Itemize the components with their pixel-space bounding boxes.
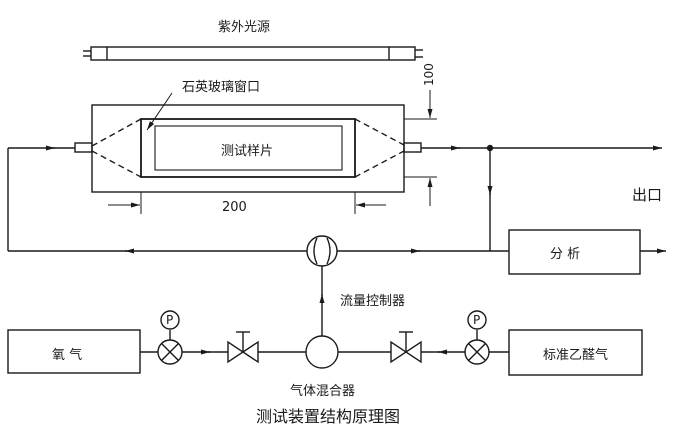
dim-100-label: 100 — [422, 63, 436, 86]
quartz-window — [140, 118, 356, 178]
uv-lamp-tube — [90, 46, 416, 61]
left-funnel-bottom — [91, 150, 142, 178]
test-specimen — [154, 125, 343, 171]
flow-controller-label: 流量控制器 — [340, 294, 406, 309]
uv-lamp — [83, 46, 423, 61]
outlet-port — [403, 142, 422, 153]
standard-gas-label: 标准乙醛气 — [543, 348, 609, 363]
left-funnel-top — [91, 118, 142, 147]
quartz-window-label: 石英玻璃窗口 — [182, 80, 261, 95]
figure-title: 测试装置结构原理图 — [256, 407, 401, 426]
test-specimen-label: 测试样片 — [221, 144, 274, 159]
outlet-label: 出口 — [632, 186, 663, 204]
right-funnel-bottom — [354, 150, 405, 178]
uv-source-label: 紫外光源 — [218, 20, 271, 35]
std-pressure-gauge — [467, 310, 487, 330]
oxygen-regulator-cross — [161, 343, 179, 361]
flow-controller-arc-right — [326, 237, 331, 265]
analyzer-label: 分 析 — [550, 247, 581, 262]
oxygen-valve — [227, 340, 259, 364]
analyzer-box — [508, 229, 641, 275]
quartz-window-leader — [146, 92, 173, 131]
std-gauge-symbol: P — [473, 313, 481, 327]
oxygen-pressure-gauge — [160, 310, 180, 330]
dim-200-label: 200 — [222, 200, 247, 215]
std-regulator-cross — [468, 343, 486, 361]
standard-gas-box — [508, 329, 643, 376]
flow-controller — [306, 235, 338, 267]
gas-mixer-label: 气体混合器 — [290, 384, 356, 399]
oxygen-label: 氧 气 — [52, 348, 83, 363]
flow-controller-arc-left — [313, 237, 318, 265]
right-funnel-top — [354, 118, 405, 146]
inlet-port — [74, 142, 93, 153]
oxygen-gauge-symbol: P — [166, 313, 174, 327]
gas-mixer — [305, 335, 339, 369]
std-valve — [390, 340, 422, 364]
